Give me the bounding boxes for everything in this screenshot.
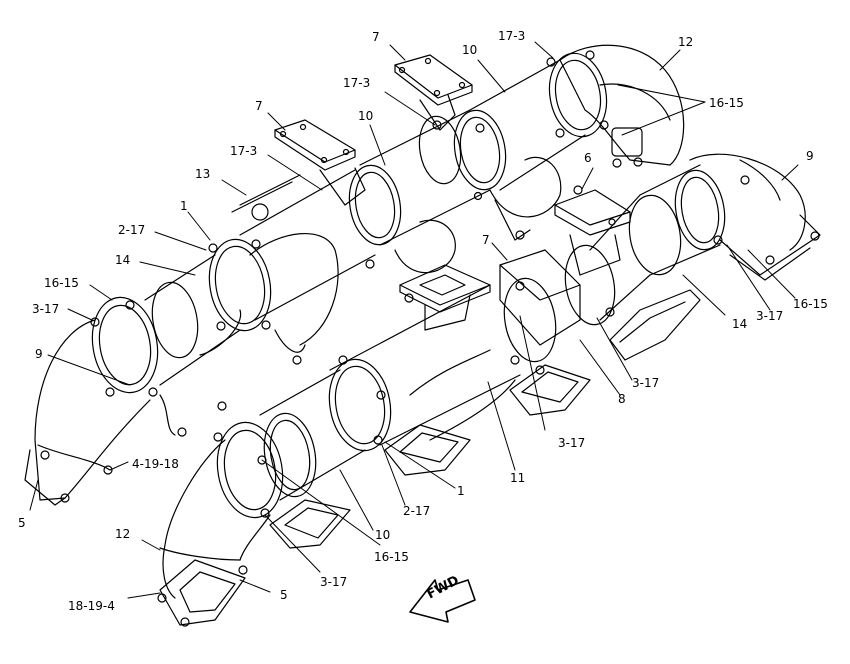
callout-14: 14 xyxy=(115,253,131,267)
fwd-arrow-icon xyxy=(409,579,476,623)
upper-flange-ring xyxy=(546,50,609,138)
callout-16-15: 16-15 xyxy=(793,297,828,311)
front-tube-11 xyxy=(329,284,521,446)
right-plate-6 xyxy=(554,185,631,276)
callout-5: 5 xyxy=(18,516,26,530)
left-elbow-9 xyxy=(24,319,151,506)
upper-plate-7b xyxy=(274,119,366,206)
callout-4-19-18: 4-19-18 xyxy=(132,457,179,471)
upper-plate-7 xyxy=(394,54,473,131)
right-elbow-9 xyxy=(689,153,821,281)
upper-elbow-12 xyxy=(559,44,685,168)
callout-12: 12 xyxy=(678,35,694,49)
middle-tube-10 xyxy=(348,109,491,274)
callout-17-3: 17-3 xyxy=(498,29,526,43)
front-lower-bases xyxy=(269,364,591,549)
callout-16-15: 16-15 xyxy=(709,96,744,110)
callout-12: 12 xyxy=(115,527,131,541)
callout-17-3: 17-3 xyxy=(230,144,258,158)
upper-tube-10 xyxy=(453,59,586,241)
callout-2-17: 2-17 xyxy=(403,504,431,518)
left-manifold-body xyxy=(239,169,376,365)
callout-7: 7 xyxy=(372,30,380,44)
callout-8: 8 xyxy=(618,392,626,406)
right-lower-base xyxy=(609,289,701,361)
callout-10: 10 xyxy=(358,109,374,123)
callout-1: 1 xyxy=(180,199,188,213)
front-flange-16-15 xyxy=(213,421,284,519)
callout-7: 7 xyxy=(482,233,490,247)
callout-2-17: 2-17 xyxy=(118,223,146,237)
callout-13: 13 xyxy=(195,167,211,181)
callout-3-17: 3-17 xyxy=(32,302,60,316)
callout-7: 7 xyxy=(255,99,263,113)
callout-16-15: 16-15 xyxy=(374,550,409,564)
center-plate-7c xyxy=(399,264,491,331)
callout-3-17: 3-17 xyxy=(632,376,660,390)
callout-3-17: 3-17 xyxy=(756,309,784,323)
front-base-5 xyxy=(157,559,248,627)
callout-17-3: 17-3 xyxy=(343,76,371,90)
left-tube-14 xyxy=(144,254,242,386)
callout-18-19-4: 18-19-4 xyxy=(68,599,115,613)
callout-3-17: 3-17 xyxy=(320,575,348,589)
callout-6: 6 xyxy=(584,151,592,165)
callout-9: 9 xyxy=(806,149,814,163)
left-tube-13 xyxy=(231,174,301,221)
callout-11: 11 xyxy=(510,471,526,485)
callout-5: 5 xyxy=(280,588,288,602)
front-flange-1 xyxy=(328,355,392,452)
callout-16-15: 16-15 xyxy=(44,276,79,290)
callout-9: 9 xyxy=(35,347,43,361)
callout-3-17: 3-17 xyxy=(558,436,586,450)
left-flange-16-15 xyxy=(90,296,227,437)
center-flange-8 xyxy=(499,249,581,375)
right-tube-14 xyxy=(564,164,726,326)
callout-1: 1 xyxy=(457,484,465,498)
callout-10: 10 xyxy=(375,528,391,542)
left-flange-ring-1 xyxy=(208,238,272,332)
callout-10: 10 xyxy=(462,43,478,57)
leader-lines xyxy=(29,41,799,599)
callout-14: 14 xyxy=(732,317,748,331)
